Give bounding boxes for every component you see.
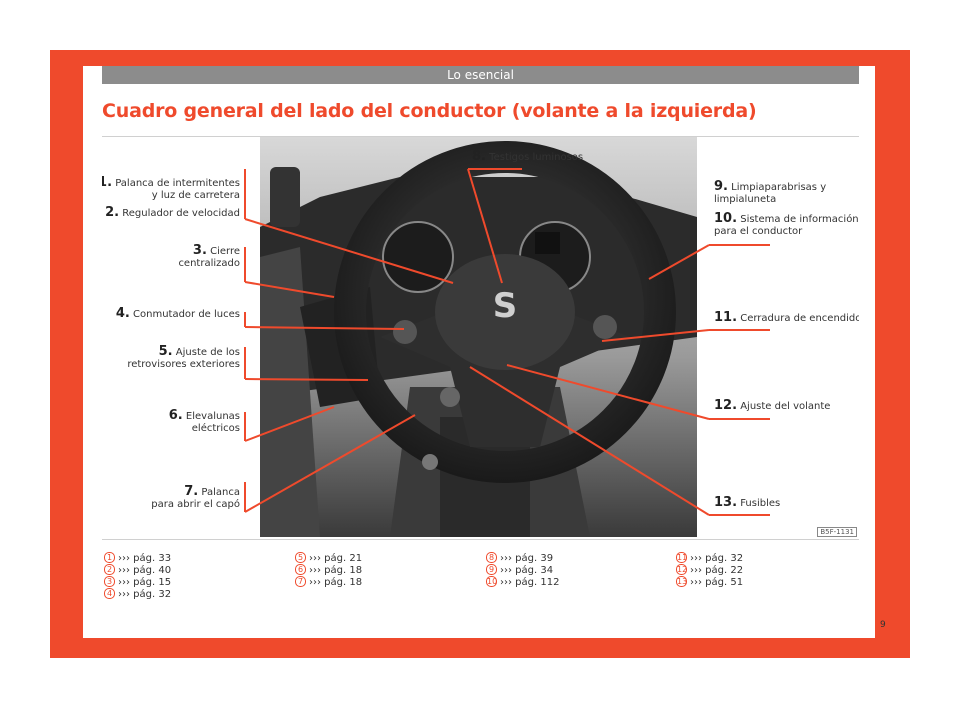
reference-row: 5››› pág. 21 xyxy=(295,552,362,564)
dashboard-photo: S xyxy=(260,137,697,537)
reference-row: 1››› pág. 33 xyxy=(104,552,171,564)
reference-row: 10››› pág. 112 xyxy=(486,576,560,588)
reference-row: 3››› pág. 15 xyxy=(104,576,171,588)
callout-2: 2. Regulador de velocidad xyxy=(105,205,240,220)
callout-11: 11. Cerradura de encendido xyxy=(714,310,859,325)
svg-text:S: S xyxy=(493,286,518,326)
reference-column-4: 11››› pág. 32 12››› pág. 22 13››› pág. 5… xyxy=(676,552,743,588)
page-number: 9 xyxy=(880,620,886,630)
callout-4: 4. Conmutador de luces xyxy=(115,306,240,321)
reference-row: 4››› pág. 32 xyxy=(104,588,171,600)
section-header: Lo esencial xyxy=(102,66,859,84)
reference-row: 8››› pág. 39 xyxy=(486,552,559,564)
page-title: Cuadro general del lado del conductor (v… xyxy=(102,100,757,122)
reference-row: 6››› pág. 18 xyxy=(295,564,362,576)
callout-12: 12. Ajuste del volante xyxy=(714,398,831,413)
figure-code: B5F-1131 xyxy=(817,527,857,537)
reference-row: 13››› pág. 51 xyxy=(676,576,744,588)
callout-13: 13. Fusibles xyxy=(714,495,781,510)
callout-leader-lines xyxy=(244,168,770,516)
reference-row: 9››› pág. 34 xyxy=(486,564,559,576)
reference-column-2: 5››› pág. 21 6››› pág. 18 7››› pág. 18 xyxy=(295,552,362,588)
callout-8: 8. Testigos luminosos xyxy=(472,149,584,164)
reference-row: 12››› pág. 22 xyxy=(676,564,744,576)
reference-row: 11››› pág. 32 xyxy=(676,552,744,564)
reference-row: 2››› pág. 40 xyxy=(104,564,171,576)
reference-column-3: 8››› pág. 39 9››› pág. 34 10››› pág. 112 xyxy=(486,552,559,588)
dashboard-figure: S xyxy=(102,136,859,540)
reference-row: 7››› pág. 18 xyxy=(295,576,362,588)
reference-column-1: 1››› pág. 33 2››› pág. 40 3››› pág. 15 4… xyxy=(104,552,171,600)
